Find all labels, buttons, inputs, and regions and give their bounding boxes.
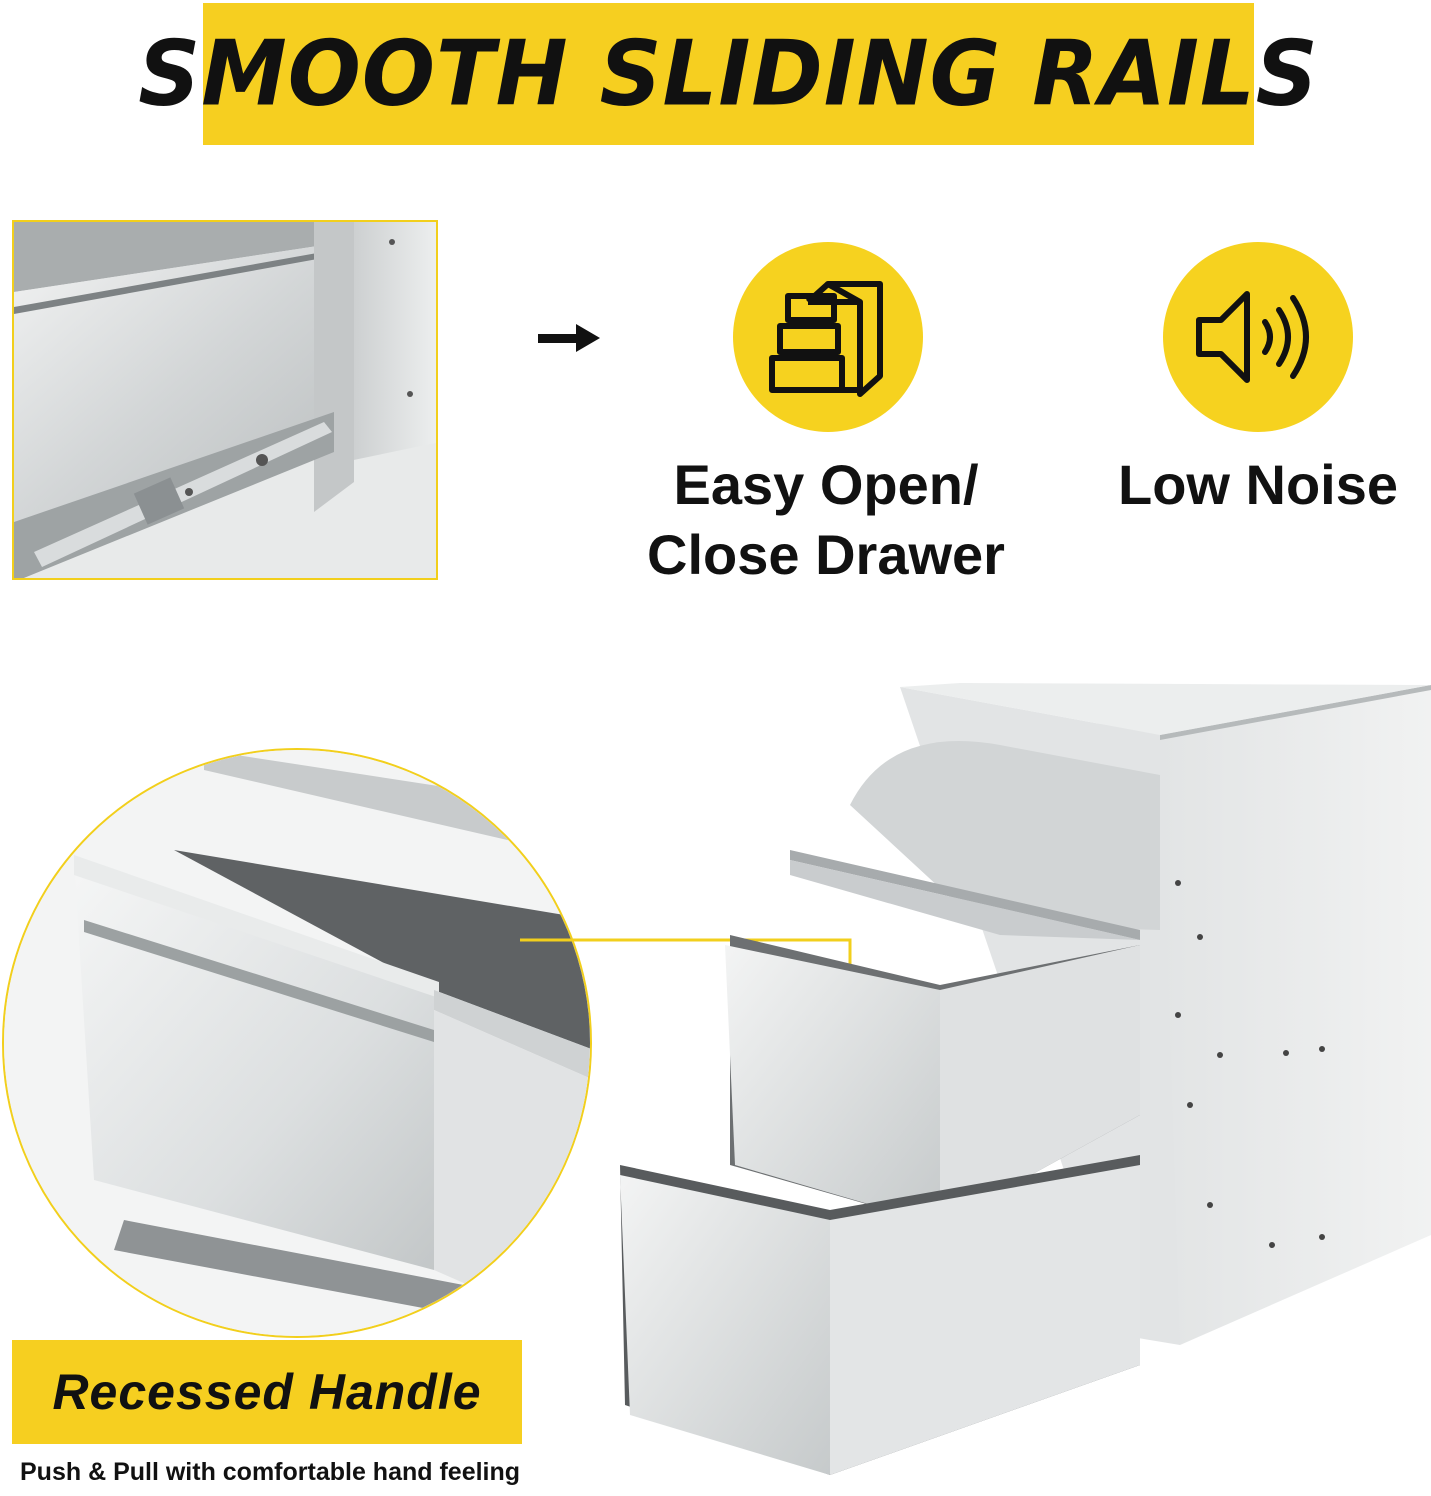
handle-closeup-illustration [4,750,590,1336]
banner-title: SMOOTH SLIDING RAILS [138,21,1319,127]
rail-closeup-photo [12,220,438,580]
rail-closeup-illustration [14,222,436,578]
speaker-sound-icon [1196,291,1309,383]
handle-closeup-photo [2,748,592,1338]
recessed-handle-banner: Recessed Handle [12,1340,522,1444]
drawer-cabinet-icon [769,281,883,397]
title-banner: SMOOTH SLIDING RAILS [138,3,1318,145]
drawer-cabinet-photo [620,683,1431,1475]
feature-easy-open-label: Easy Open/ Close Drawer [600,450,1052,590]
feature-easy-open-line2: Close Drawer [647,523,1005,586]
feature-low-noise-circle [1163,242,1353,432]
recessed-handle-caption: Push & Pull with comfortable hand feelin… [20,1458,521,1486]
arrow-right-icon [538,324,600,352]
feature-easy-open-circle [733,242,923,432]
recessed-handle-title: Recessed Handle [52,1364,482,1420]
feature-easy-open-line1: Easy Open/ [673,453,979,516]
feature-low-noise-label: Low Noise [1090,450,1426,520]
feature-low-noise-line1: Low Noise [1117,453,1399,516]
